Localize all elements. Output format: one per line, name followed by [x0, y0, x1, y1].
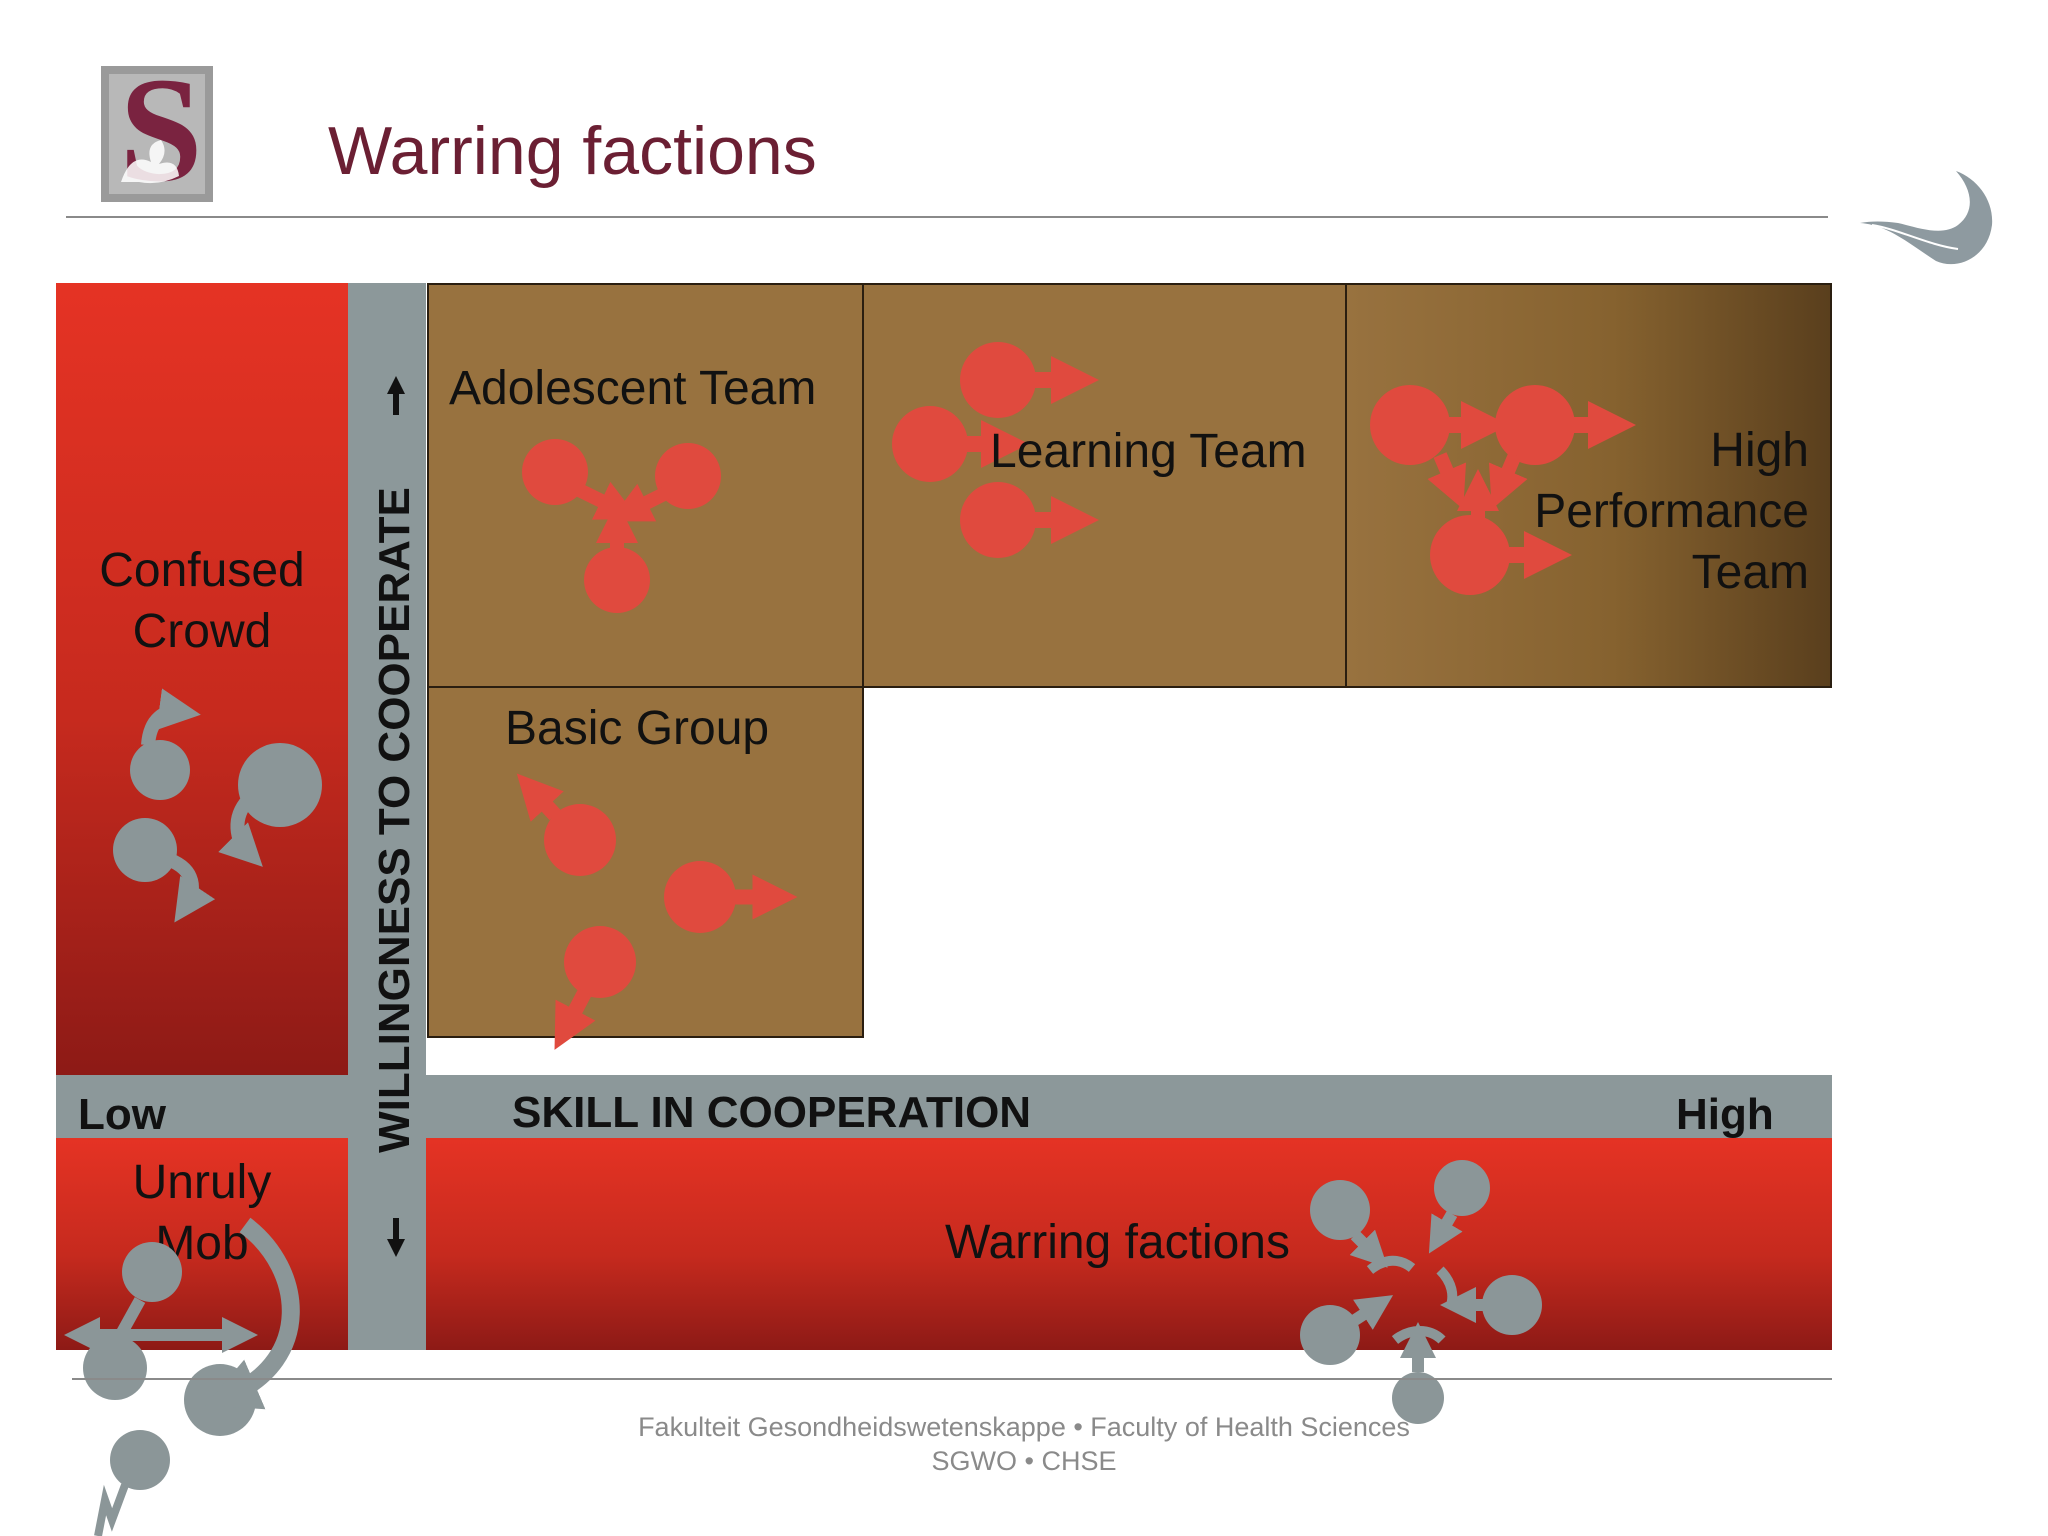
learning-team-cell [862, 283, 1347, 688]
adolescent-team-label: Adolescent Team [449, 362, 817, 415]
footer-divider [72, 1378, 1832, 1380]
header-divider [66, 216, 1828, 218]
high-label: High [1676, 1090, 1774, 1139]
slide-title: Warring factions [328, 113, 817, 189]
confused-crowd-panel [56, 283, 348, 1075]
high-performance-label-line3: Team [1691, 546, 1809, 599]
unruly-mob-label-line1: Unruly [132, 1156, 272, 1209]
high-performance-team-cell [1345, 283, 1832, 688]
warring-factions-panel [426, 1138, 1832, 1350]
high-performance-label-line2: Performance [1534, 485, 1809, 538]
high-performance-label-line1: High [1710, 424, 1809, 477]
unruly-mob-label-line2: Mob [155, 1217, 249, 1270]
basic-group-label: Basic Group [505, 702, 770, 755]
leaf-ornament-icon [1860, 171, 1993, 265]
footer-faculty: Fakulteit Gesondheidswetenskappe • Facul… [638, 1412, 1410, 1442]
vertical-axis-label: WILLINGNESS TO COOPERATE [370, 487, 419, 1153]
horizontal-axis-bar [56, 1075, 1832, 1138]
warring-factions-label: Warring factions [945, 1216, 1290, 1269]
adolescent-team-cell [427, 283, 864, 688]
university-logo-icon: S [101, 62, 213, 202]
confused-crowd-label-line1: Confused [99, 544, 305, 597]
footer-abbreviations: SGWO • CHSE [931, 1446, 1117, 1476]
confused-crowd-label-line2: Crowd [132, 605, 272, 658]
vertical-axis-bar [348, 283, 426, 1350]
horizontal-axis-label: SKILL IN COOPERATION [512, 1088, 1032, 1137]
basic-group-cell [427, 686, 864, 1038]
low-label: Low [78, 1090, 166, 1139]
